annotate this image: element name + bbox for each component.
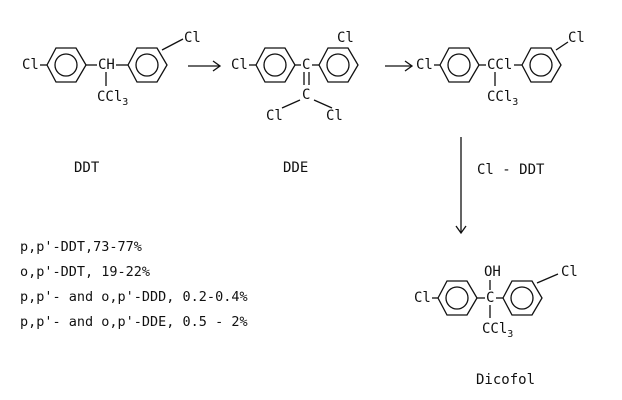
ddt-ch: CH bbox=[98, 57, 115, 73]
cl-ddt-right-ring-circle bbox=[529, 53, 553, 77]
ddt-left-ring bbox=[46, 47, 87, 83]
dicofol-right-ring bbox=[502, 280, 543, 316]
cl-ddt-right-ring bbox=[521, 47, 562, 83]
dde-left-ring-circle bbox=[263, 53, 287, 77]
ddt-structure: Cl CH CCl3 Cl DDT bbox=[22, 30, 201, 176]
cl-ddt-ring-cl: Cl bbox=[568, 30, 585, 46]
dicofol-c: C bbox=[486, 290, 494, 306]
dde-left-cl: Cl bbox=[231, 57, 248, 73]
dde-cl-right: Cl bbox=[326, 108, 343, 124]
dicofol-ring-cl: Cl bbox=[561, 264, 578, 280]
dicofol-bond-ring-cl bbox=[536, 273, 559, 284]
dde-c-top: C bbox=[302, 57, 310, 73]
composition-line: p,p'- and o,p'-DDD, 0.2-0.4% bbox=[20, 289, 248, 305]
dicofol-left-ring bbox=[437, 280, 478, 316]
cl-ddt-ccl3: CCl3 bbox=[487, 89, 518, 108]
dde-structure: Cl C C Cl Cl Cl DDE bbox=[231, 30, 359, 176]
cl-ddt-bond-ring-cl bbox=[555, 41, 569, 51]
dicofol-ccl3: CCl3 bbox=[482, 321, 513, 340]
dde-bond-c-cl-right bbox=[313, 99, 333, 109]
dde-cl-left: Cl bbox=[266, 108, 283, 124]
composition-list: p,p'-DDT,73-77% o,p'-DDT, 19-22% p,p'- a… bbox=[20, 239, 248, 330]
dde-bond-c-cl-left bbox=[281, 99, 301, 109]
composition-line: o,p'-DDT, 19-22% bbox=[20, 264, 150, 280]
ddt-right-ring bbox=[127, 47, 168, 83]
cl-ddt-left-ring-circle bbox=[447, 53, 471, 77]
cl-ddt-structure: Cl CCl CCl3 Cl bbox=[416, 30, 585, 108]
dicofol-oh: OH bbox=[484, 264, 501, 280]
arrow-dde-to-cl-ddt bbox=[385, 60, 414, 72]
cl-ddt-left-cl: Cl bbox=[416, 57, 433, 73]
dde-left-ring bbox=[255, 47, 296, 83]
cl-ddt-left-ring bbox=[439, 47, 480, 83]
dicofol-left-ring-circle bbox=[445, 286, 469, 310]
dicofol-right-ring-circle bbox=[510, 286, 534, 310]
composition-line: p,p'-DDT,73-77% bbox=[20, 239, 142, 255]
arrow-label: Cl - DDT bbox=[477, 162, 545, 178]
arrow-ddt-to-dde bbox=[188, 60, 222, 72]
dicofol-left-cl: Cl bbox=[414, 290, 431, 306]
dicofol-structure: Cl OH C CCl3 Cl Dicofol bbox=[414, 264, 578, 388]
dde-name: DDE bbox=[283, 160, 308, 176]
dde-ring-cl: Cl bbox=[337, 30, 354, 46]
dde-c-bottom: C bbox=[302, 87, 310, 103]
dde-right-ring bbox=[318, 47, 359, 83]
ddt-ccl3: CCl3 bbox=[97, 89, 128, 108]
cl-ddt-ccl: CCl bbox=[487, 57, 512, 73]
dde-right-ring-circle bbox=[326, 53, 350, 77]
arrow-cl-ddt-to-dicofol bbox=[455, 137, 467, 235]
ddt-right-ring-circle bbox=[135, 53, 159, 77]
ddt-left-cl: Cl bbox=[22, 57, 39, 73]
ddt-ring-cl: Cl bbox=[184, 30, 201, 46]
ddt-bond-ring-cl bbox=[161, 38, 184, 51]
dicofol-name: Dicofol bbox=[476, 372, 535, 388]
composition-line: p,p'- and o,p'-DDE, 0.5 - 2% bbox=[20, 314, 248, 330]
ddt-name: DDT bbox=[74, 160, 100, 176]
ddt-left-ring-circle bbox=[54, 53, 78, 77]
